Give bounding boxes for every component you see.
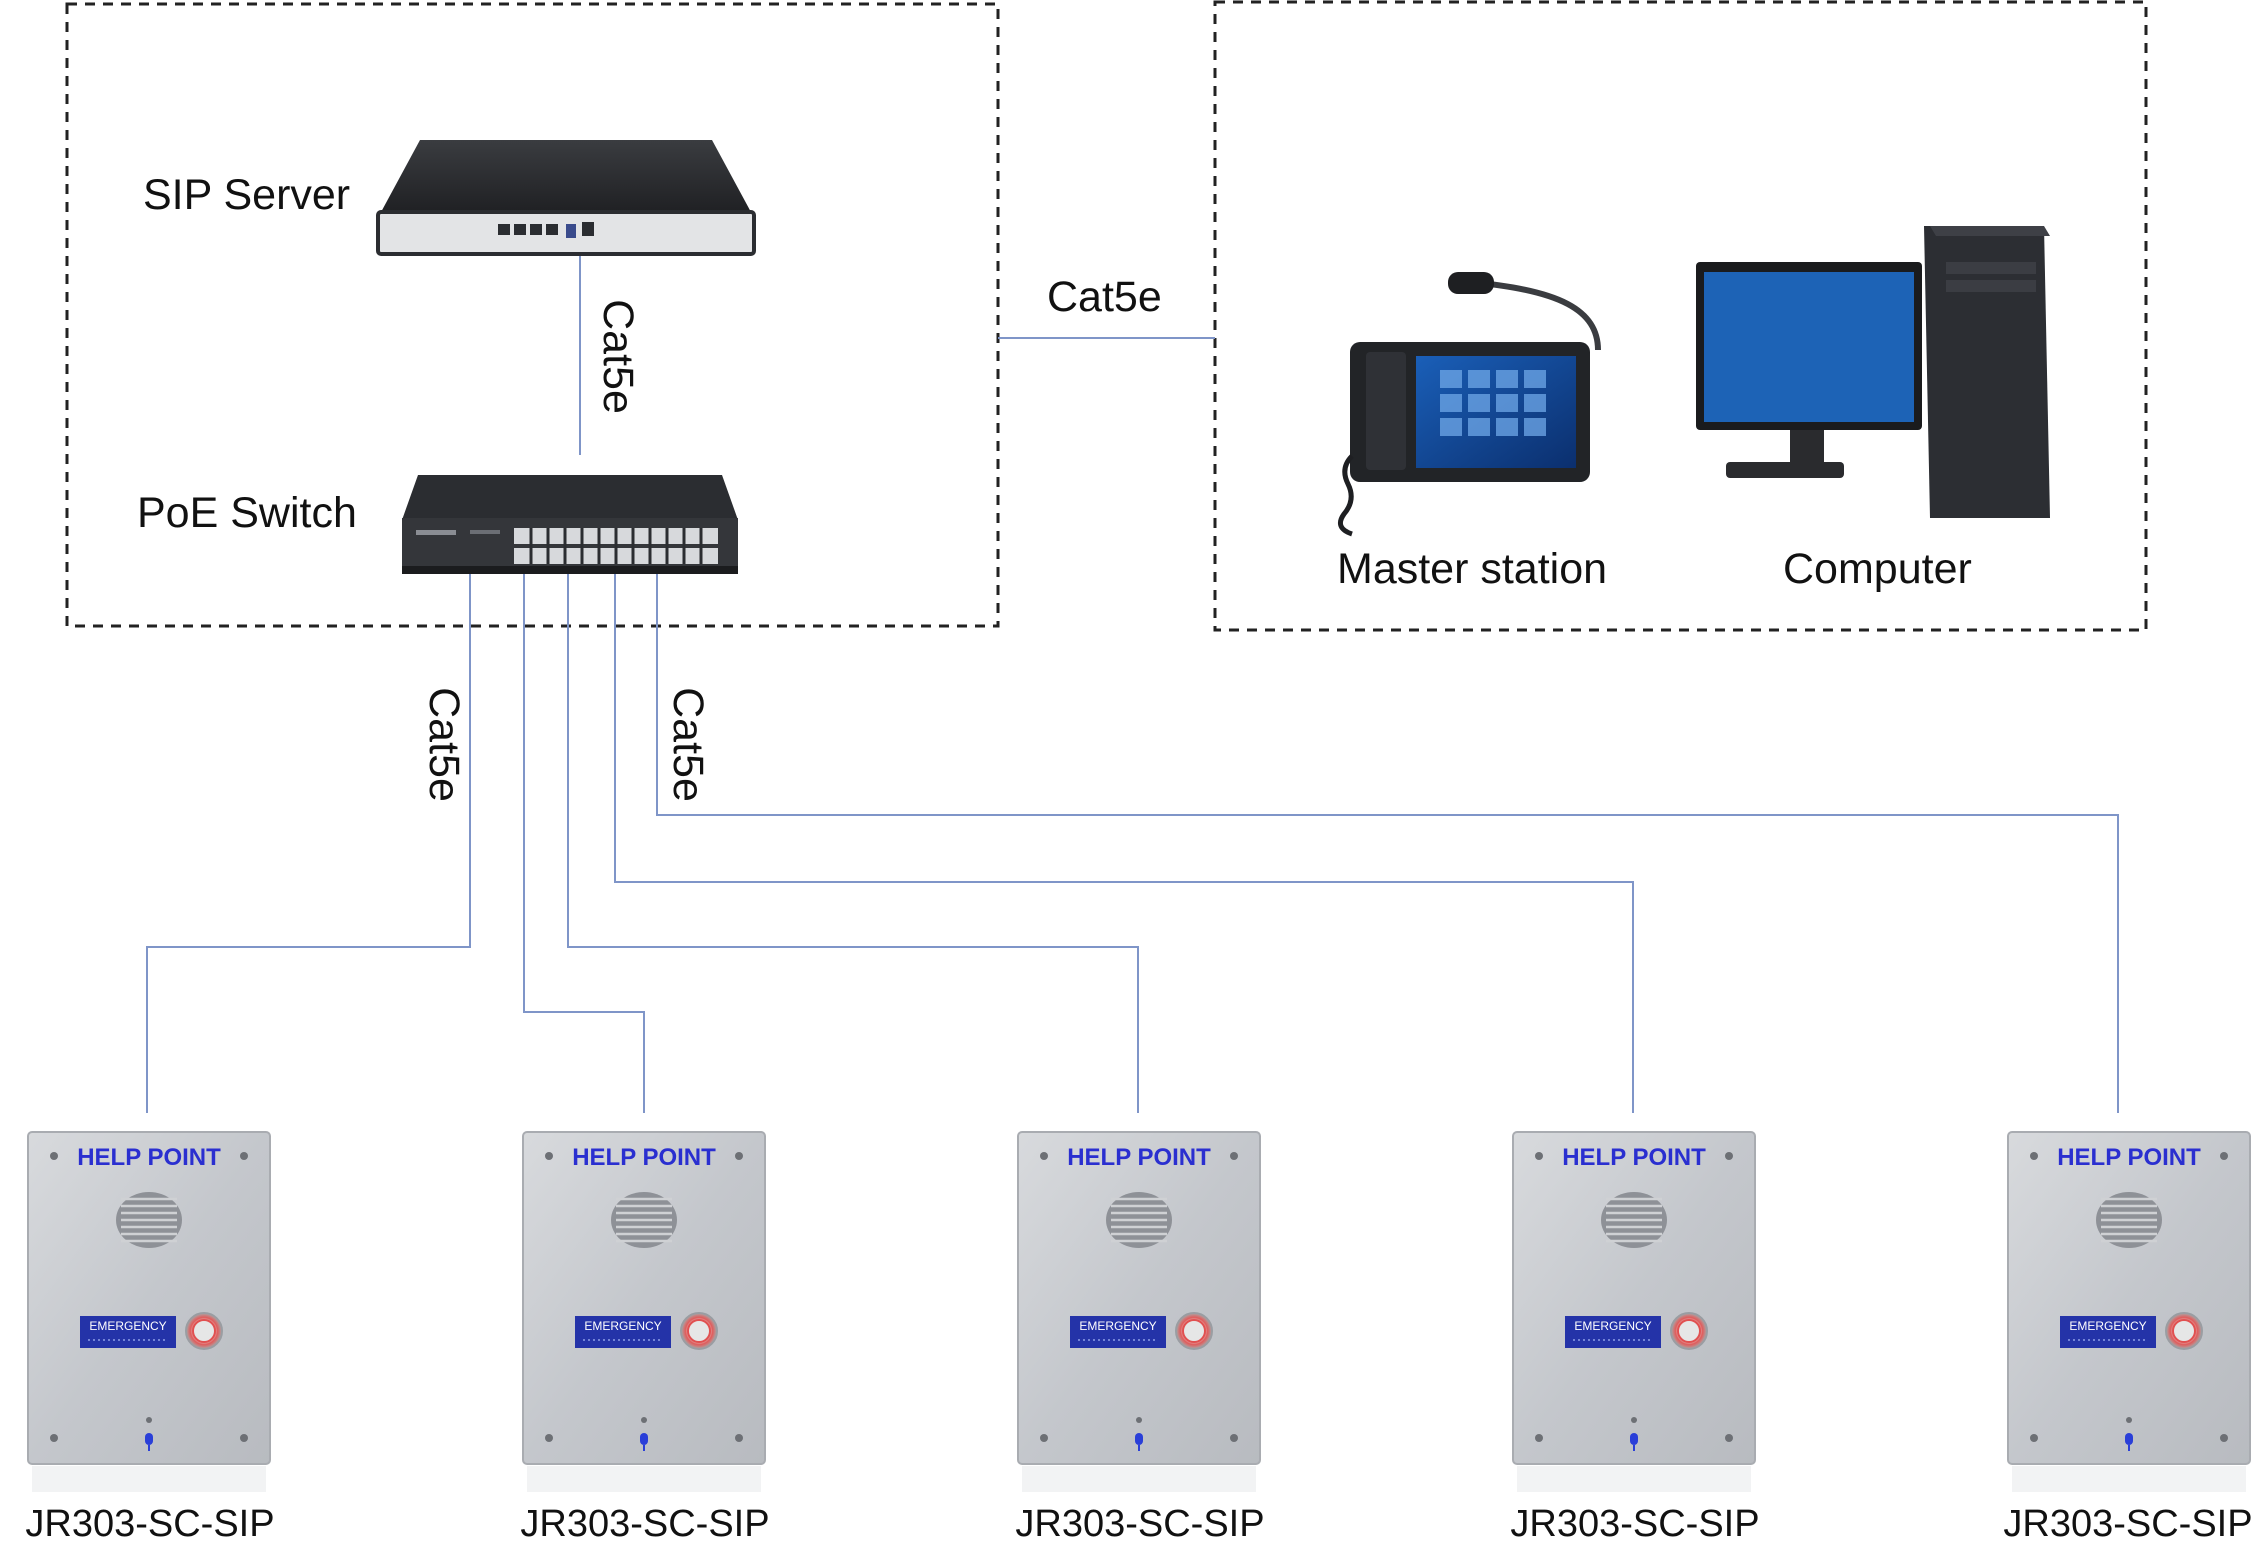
screw-icon (1535, 1152, 1543, 1160)
computer-label: Computer (1783, 545, 1972, 593)
sip-server-device (376, 140, 756, 256)
master-station-device (1337, 272, 1601, 537)
sensor-hole-icon (2126, 1417, 2132, 1423)
screw-icon (2220, 1152, 2228, 1160)
help-point-panel: HELP POINT EMERGENCY (1017, 1131, 1261, 1492)
master-station-label: Master station (1337, 545, 1608, 593)
server-group-box (65, 2, 1000, 628)
link-help-point-2 (523, 560, 645, 1113)
screw-icon (1535, 1434, 1543, 1442)
help-point-model-2: JR303-SC-SIP (520, 1503, 770, 1545)
poe-switch-label: PoE Switch (137, 489, 357, 537)
panel-body (522, 1131, 766, 1465)
emergency-label: EMERGENCY (1574, 1319, 1651, 1333)
microphone-icon (1135, 1433, 1143, 1445)
panel-reflection (1517, 1466, 1751, 1492)
microphone-icon (145, 1433, 153, 1445)
panel-body (1512, 1131, 1756, 1465)
screw-icon (240, 1152, 248, 1160)
screw-icon (2030, 1152, 2038, 1160)
emergency-label-plate (575, 1316, 671, 1348)
emergency-label-plate (2060, 1316, 2156, 1348)
help-point-panel: HELP POINT EMERGENCY (522, 1131, 766, 1492)
cable-label-switch-right: Cat5e (663, 687, 712, 802)
help-point-model-3: JR303-SC-SIP (1015, 1503, 1265, 1545)
help-point-title: HELP POINT (2057, 1144, 2201, 1171)
help-point-model-1: JR303-SC-SIP (25, 1503, 275, 1545)
screw-icon (735, 1434, 743, 1442)
help-point-panel: HELP POINT EMERGENCY (1512, 1131, 1756, 1492)
sip-server-label: SIP Server (143, 171, 351, 219)
link-help-point-5 (656, 560, 2119, 1113)
screw-icon (1230, 1152, 1238, 1160)
emergency-label: EMERGENCY (1079, 1319, 1156, 1333)
screw-icon (2220, 1434, 2228, 1442)
sensor-hole-icon (1136, 1417, 1142, 1423)
screw-icon (2030, 1434, 2038, 1442)
station-group-box (1213, 0, 2148, 632)
screw-icon (1230, 1434, 1238, 1442)
emergency-label: EMERGENCY (584, 1319, 661, 1333)
microphone-icon (1630, 1433, 1638, 1445)
emergency-label-plate (1070, 1316, 1166, 1348)
help-point-title: HELP POINT (572, 1144, 716, 1171)
panel-body (27, 1131, 271, 1465)
help-point-title: HELP POINT (1067, 1144, 1211, 1171)
sensor-hole-icon (641, 1417, 647, 1423)
screw-icon (50, 1152, 58, 1160)
microphone-icon (640, 1433, 648, 1445)
panel-body (2007, 1131, 2251, 1465)
sensor-hole-icon (146, 1417, 152, 1423)
help-point-model-4: JR303-SC-SIP (1510, 1503, 1760, 1545)
help-point-model-5: JR303-SC-SIP (2003, 1503, 2253, 1545)
help-point-title: HELP POINT (77, 1144, 221, 1171)
screw-icon (1040, 1434, 1048, 1442)
sensor-hole-icon (1631, 1417, 1637, 1423)
screw-icon (1725, 1434, 1733, 1442)
panel-reflection (32, 1466, 266, 1492)
screw-icon (1040, 1152, 1048, 1160)
help-point-title: HELP POINT (1562, 1144, 1706, 1171)
screw-icon (735, 1152, 743, 1160)
microphone-icon (2125, 1433, 2133, 1445)
emergency-label-plate (1565, 1316, 1661, 1348)
cable-label-groups: Cat5e (1047, 273, 1162, 321)
help-point-panel: HELP POINT EMERGENCY (2007, 1131, 2251, 1492)
cable-label-switch-left: Cat5e (419, 687, 468, 802)
panel-reflection (2012, 1466, 2246, 1492)
computer-device (1696, 226, 2050, 518)
panel-reflection (527, 1466, 761, 1492)
screw-icon (1725, 1152, 1733, 1160)
help-point-panel: HELP POINT EMERGENCY (27, 1131, 271, 1492)
screw-icon (545, 1434, 553, 1442)
panel-reflection (1022, 1466, 1256, 1492)
emergency-label-plate (80, 1316, 176, 1348)
connector-lines (146, 248, 2119, 1113)
emergency-label: EMERGENCY (89, 1319, 166, 1333)
link-help-point-1 (146, 560, 471, 1113)
panel-body (1017, 1131, 1261, 1465)
link-help-point-4 (614, 560, 1634, 1113)
cable-label-server-switch: Cat5e (593, 299, 642, 414)
poe-switch-device (402, 475, 738, 574)
screw-icon (50, 1434, 58, 1442)
emergency-label: EMERGENCY (2069, 1319, 2146, 1333)
screw-icon (545, 1152, 553, 1160)
link-help-point-3 (567, 560, 1139, 1113)
screw-icon (240, 1434, 248, 1442)
